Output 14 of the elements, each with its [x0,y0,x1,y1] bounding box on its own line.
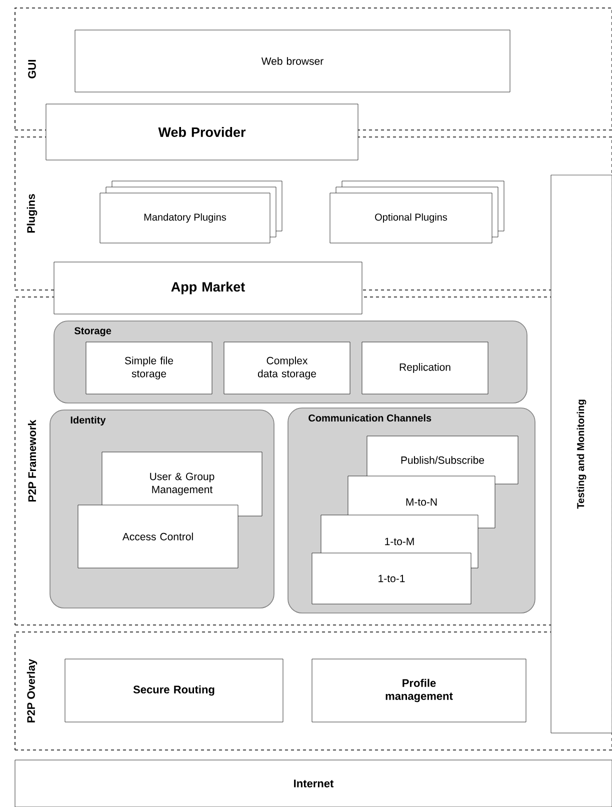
stacked-box: Mandatory Plugins [100,180,282,244]
component-box: Replication [362,342,488,394]
component-box: App Market [54,262,362,314]
component-box: Access Control [78,504,238,568]
component-box: Secure Routing [64,658,284,722]
component-box: Web Provider [46,104,358,160]
component-box: Profile management [312,658,526,722]
side-box: Testing and Monitoring [550,174,612,734]
component-box: Web browser [74,30,510,92]
stacked-box: Optional Plugins [330,180,504,244]
component-box: Simple file storage [86,342,212,394]
component-box: 1-to-1 [312,552,472,604]
component-box: Complex data storage [224,342,350,394]
component-box: Internet [14,760,612,807]
